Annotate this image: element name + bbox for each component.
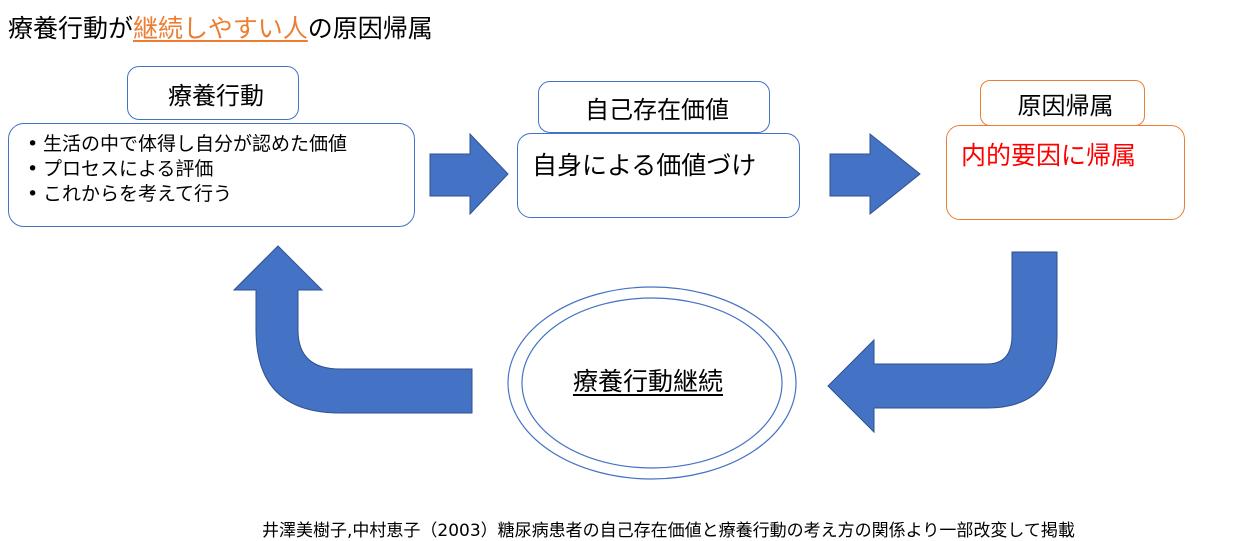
title-suffix: の原因帰属: [307, 14, 433, 43]
title-highlight: 継続しやすい人: [133, 14, 308, 43]
genin-label-box: 原因帰属: [980, 80, 1145, 126]
ryoyo-bullet: プロセスによる評価: [27, 157, 414, 182]
genin-label: 原因帰属: [1017, 91, 1114, 120]
jiko-label-box: 自己存在価値: [538, 81, 770, 133]
jiko-content-box: 自身による価値づけ: [517, 133, 800, 218]
ryoyo-bullet-list: 生活の中で体得し自分が認めた価値 プロセスによる評価 これからを考えて行う: [9, 124, 414, 207]
genin-text: 内的要因に帰属: [961, 141, 1137, 170]
jiko-text: 自身による価値づけ: [532, 151, 757, 180]
right-arrow-icon: [429, 132, 509, 216]
right-arrow-icon: [829, 132, 921, 216]
bent-arrow-up-icon: [232, 245, 473, 414]
jiko-label: 自己存在価値: [585, 95, 729, 124]
ryoyo-bullet: 生活の中で体得し自分が認めた価値: [27, 132, 414, 157]
center-ellipse-inner: [521, 297, 783, 469]
genin-content-box: 内的要因に帰属: [946, 125, 1185, 220]
bent-arrow-down-left-icon: [827, 251, 1058, 434]
ryoyo-label-box: 療養行動: [127, 66, 299, 120]
diagram-title: 療養行動が継続しやすい人の原因帰属: [8, 12, 433, 46]
center-ellipse-outer: [507, 286, 797, 480]
ryoyo-label: 療養行動: [168, 81, 264, 110]
ryoyo-content-box: 生活の中で体得し自分が認めた価値 プロセスによる評価 これからを考えて行う: [8, 123, 415, 227]
center-label: 療養行動継続: [572, 367, 723, 396]
citation: 井澤美樹子,中村恵子（2003）糖尿病患者の自己存在価値と療養行動の考え方の関係…: [262, 521, 1075, 541]
ryoyo-bullet: これからを考えて行う: [27, 182, 414, 207]
title-prefix: 療養行動が: [8, 14, 134, 43]
